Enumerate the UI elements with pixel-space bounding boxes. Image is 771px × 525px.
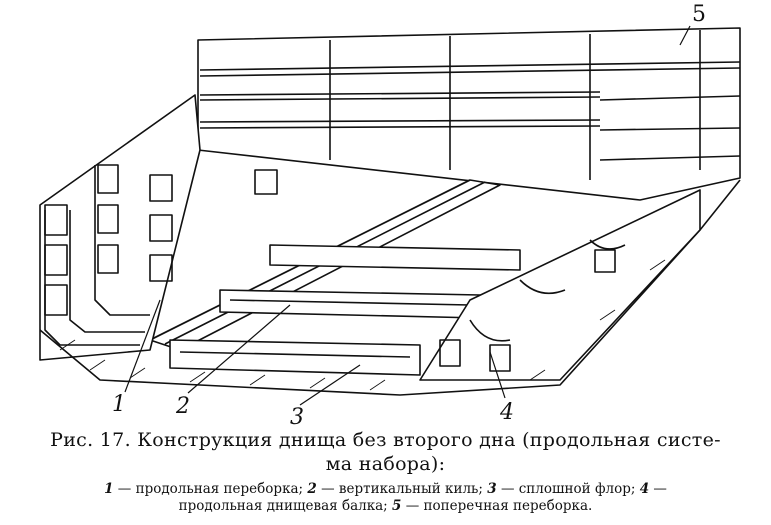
transverse-bulkhead bbox=[197, 27, 741, 201]
figure-caption: Рис. 17. Конструкция днища без второго д… bbox=[0, 428, 771, 515]
legend-text-4: — bbox=[649, 481, 667, 497]
longitudinal-bulkhead bbox=[39, 94, 278, 361]
legend-num-2: 2 bbox=[307, 481, 317, 497]
legend-num-1: 1 bbox=[104, 481, 114, 497]
legend-text-3: — сплошной флор; bbox=[496, 481, 640, 497]
caption-title-line-1: Рис. 17. Конструкция днища без второго д… bbox=[50, 429, 721, 451]
longitudinal-bottom-girder bbox=[419, 189, 701, 381]
legend-text-2: — вертикальный киль; bbox=[316, 481, 488, 497]
legend-num-5: 5 bbox=[392, 498, 402, 514]
caption-legend: 1 — продольная переборка; 2 — вертикальн… bbox=[0, 481, 771, 515]
callout-2: 2 bbox=[176, 394, 190, 419]
shell-hatching bbox=[59, 259, 666, 391]
caption-title-line-2: ма набора): bbox=[325, 453, 446, 475]
callout-3: 3 bbox=[290, 405, 304, 430]
callout-5: 5 bbox=[692, 2, 706, 27]
legend-text-4b: продольная днищевая балка; bbox=[178, 498, 393, 514]
legend-text-5: — поперечная переборка. bbox=[401, 498, 593, 514]
leader-lines bbox=[124, 25, 691, 406]
legend-text-1: — продольная переборка; bbox=[113, 481, 308, 497]
legend-num-4: 4 bbox=[639, 481, 650, 497]
legend-num-3: 3 bbox=[487, 481, 497, 497]
callout-1: 1 bbox=[112, 392, 126, 417]
callout-4: 4 bbox=[500, 400, 514, 425]
bottom-shell-edge bbox=[39, 179, 741, 396]
ship-bottom-structure-drawing bbox=[39, 25, 741, 406]
